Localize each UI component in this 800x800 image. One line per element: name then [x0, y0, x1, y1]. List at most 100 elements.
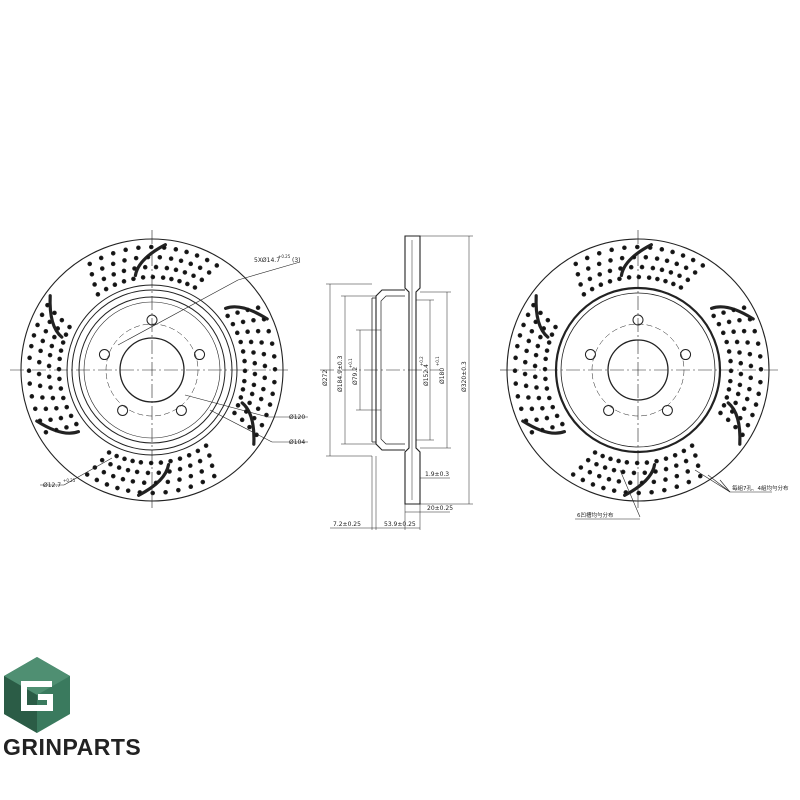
drilled-hole — [130, 479, 136, 484]
drilled-hole — [245, 329, 250, 335]
drilled-hole — [731, 307, 736, 313]
drilled-hole — [272, 366, 278, 372]
drilled-hole — [663, 278, 668, 284]
drilled-hole — [259, 340, 264, 345]
drilled-hole — [752, 328, 758, 334]
drilled-hole — [623, 490, 629, 495]
drilled-hole — [164, 265, 170, 271]
drilled-hole — [626, 275, 632, 280]
bolt-hole — [584, 349, 596, 361]
bolt-hole-tolerance: +0.25 — [278, 254, 291, 259]
drilled-hole — [46, 363, 52, 369]
drilled-hole — [643, 254, 649, 260]
drilled-hole — [176, 487, 181, 493]
slot — [623, 462, 657, 497]
drilled-hole — [148, 460, 154, 466]
drilled-hole — [716, 321, 722, 327]
drilled-hole — [29, 343, 34, 349]
drilled-hole — [757, 354, 763, 359]
drilled-hole — [160, 275, 166, 280]
drilled-hole — [45, 302, 50, 308]
drilled-hole — [191, 273, 196, 279]
bolt-hole — [661, 404, 673, 416]
drilled-hole — [50, 395, 56, 401]
drilled-hole — [741, 305, 747, 311]
drilled-hole — [590, 482, 596, 487]
drilled-hole — [672, 452, 678, 458]
drilled-hole — [608, 456, 613, 462]
drilled-hole — [532, 363, 538, 369]
drilled-hole — [255, 328, 261, 334]
drilled-hole — [616, 458, 621, 464]
drilled-hole — [631, 470, 637, 476]
drilled-hole — [578, 465, 584, 470]
dim-152: Ø152.4 — [423, 364, 430, 386]
drilled-hole — [726, 349, 732, 354]
drilled-hole — [150, 274, 156, 280]
drilled-hole — [168, 256, 174, 261]
drilled-hole — [734, 339, 740, 345]
drilled-hole — [116, 465, 122, 470]
drilled-hole — [523, 418, 529, 424]
drilled-hole — [636, 490, 642, 496]
drilled-hole — [544, 348, 550, 353]
drilled-hole — [43, 429, 49, 435]
drilled-hole — [721, 403, 727, 408]
drilled-hole — [247, 400, 252, 406]
drilled-hole — [728, 378, 733, 384]
drilled-hole — [587, 469, 593, 475]
drilled-hole — [549, 332, 555, 337]
drilled-hole — [607, 268, 613, 274]
drilled-hole — [58, 386, 64, 391]
slots — [521, 243, 755, 497]
small-hole-tolerance: +0.25 — [63, 478, 76, 483]
drilled-hole — [513, 355, 518, 361]
drilled-hole — [659, 267, 665, 273]
bolt-holes — [98, 314, 206, 416]
drilled-hole — [683, 458, 689, 464]
drilled-hole — [724, 395, 730, 400]
drilled-hole — [110, 261, 116, 267]
drilled-hole — [580, 477, 586, 483]
drilled-hole — [27, 381, 33, 386]
drilled-hole — [601, 485, 606, 491]
bolt-hole-callout: 5XØ14.7 — [254, 257, 280, 264]
drilled-hole — [156, 470, 162, 476]
drilled-hole — [40, 395, 45, 400]
drilled-hole — [186, 452, 192, 458]
drilled-hole — [232, 410, 237, 416]
drilled-hole — [39, 312, 45, 318]
drilled-hole — [529, 328, 535, 334]
drilled-hole — [748, 375, 754, 381]
drilled-hole — [741, 328, 747, 334]
drilled-hole — [192, 285, 198, 290]
drilled-hole — [726, 319, 732, 325]
drilled-hole — [173, 247, 179, 252]
drilled-hole — [209, 463, 215, 468]
drilled-hole — [110, 250, 116, 256]
drilled-hole — [535, 343, 541, 349]
drilled-hole — [721, 310, 726, 315]
drilled-hole — [43, 406, 49, 412]
drilled-hole — [240, 387, 246, 392]
drilled-hole — [131, 276, 136, 282]
drilled-hole — [125, 467, 131, 473]
drilled-hole — [523, 383, 529, 389]
drilled-hole — [597, 272, 603, 277]
slot — [726, 401, 742, 446]
drilled-hole — [678, 285, 684, 290]
drilled-hole — [522, 359, 528, 365]
drilled-hole — [262, 375, 268, 381]
drilled-hole — [729, 409, 735, 414]
drilled-hole — [187, 463, 193, 468]
drilled-hole — [674, 484, 680, 490]
drilled-hole — [581, 292, 587, 297]
drilled-hole — [534, 417, 539, 423]
drilled-hole — [737, 382, 743, 388]
drilled-hole — [693, 453, 698, 458]
drilled-hole — [529, 406, 535, 412]
drilled-hole — [130, 458, 135, 464]
drilled-hole — [618, 266, 623, 271]
drilled-hole — [711, 313, 716, 319]
drilled-hole — [99, 266, 105, 271]
